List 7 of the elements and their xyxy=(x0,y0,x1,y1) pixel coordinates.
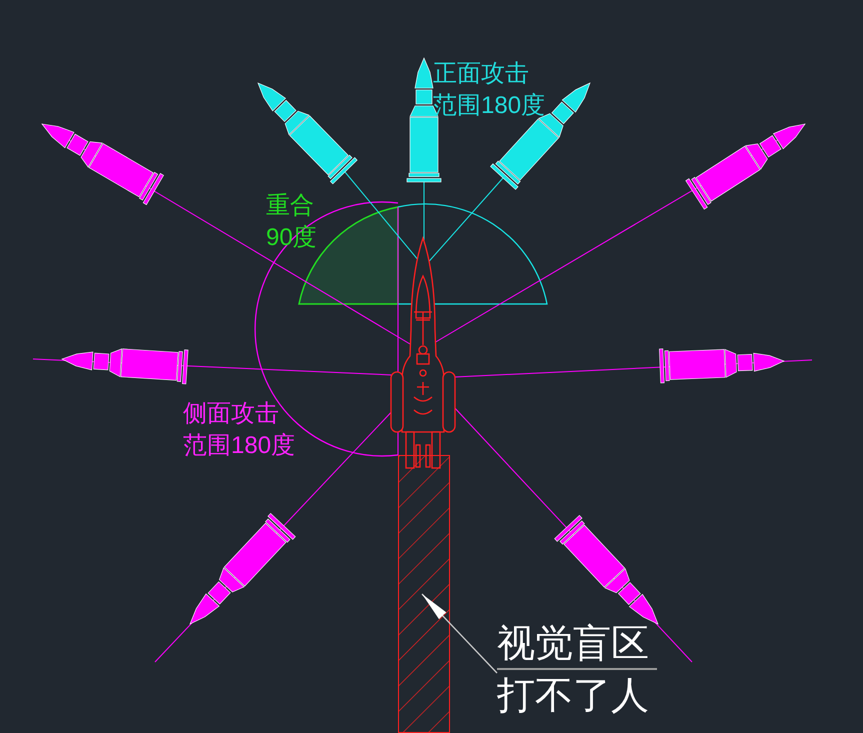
annotation-text: 打不了人 xyxy=(497,672,649,718)
leader-line xyxy=(422,594,498,674)
annotation-text: 侧面攻击范围180度 xyxy=(183,399,296,461)
annotation-text: 重合90度 xyxy=(266,191,318,253)
annotation-text: 视觉盲区 xyxy=(497,620,649,666)
annotation-text: 正面攻击范围180度 xyxy=(433,59,546,121)
blind-zone-hatch xyxy=(398,455,450,733)
